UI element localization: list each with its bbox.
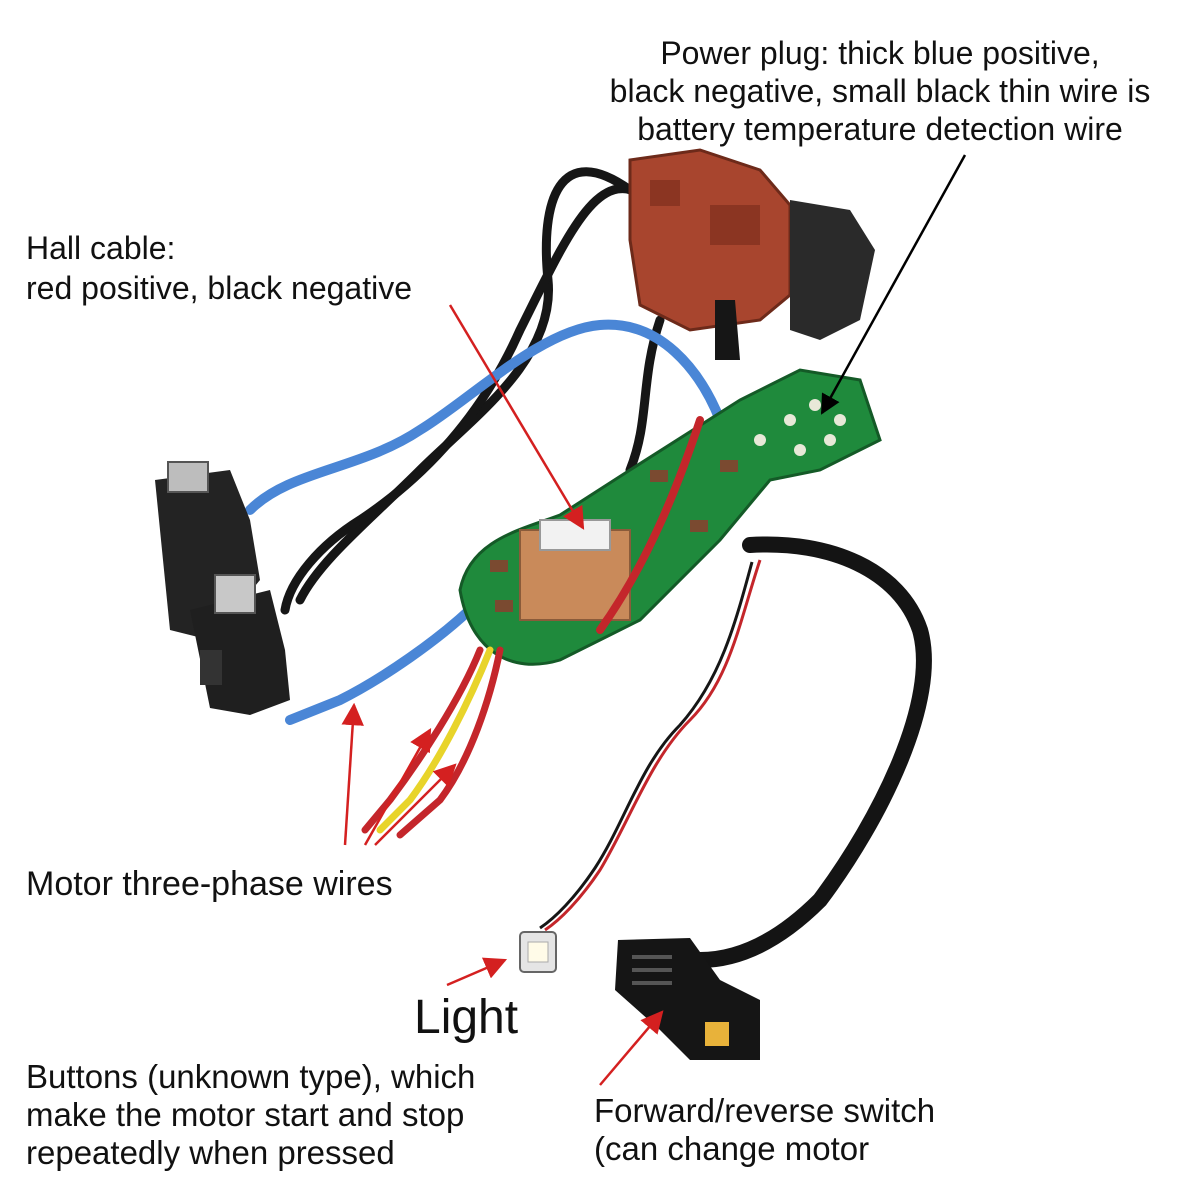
motor-arrow-2 [363, 728, 432, 846]
motor-arrow-3 [374, 763, 457, 846]
fr-switch-board [615, 938, 760, 1060]
fr-switch-annotation: Forward/reverse switch (can change motor [594, 1092, 935, 1168]
power-plug-line-2: black negative, small black thin wire is [609, 73, 1151, 109]
switch-arrow [599, 1010, 664, 1086]
motor-phase-wires [361, 416, 704, 839]
fr-switch-line-2: (can change motor [594, 1130, 870, 1167]
power-plug-arrow [820, 154, 967, 415]
buttons-annotation: Buttons (unknown type), which make the m… [26, 1058, 475, 1172]
buttons-line-3: repeatedly when pressed [26, 1134, 395, 1171]
power-plug-annotation: Power plug: thick blue positive, black n… [560, 34, 1200, 148]
light-annotation: Light [414, 991, 519, 1044]
light-arrow [446, 957, 508, 987]
buttons-line-1: Buttons (unknown type), which [26, 1058, 476, 1095]
light-wire [539, 559, 762, 932]
light-module [519, 931, 557, 973]
main-pcb [458, 368, 882, 666]
hall-cable-line-2: red positive, black negative [26, 270, 412, 306]
buttons-line-2: make the motor start and stop [26, 1096, 465, 1133]
ribbon-cable [692, 536, 932, 968]
hall-cable-arrow [448, 304, 585, 530]
battery-terminals [155, 461, 290, 715]
motor-arrow-1 [341, 702, 364, 846]
power-plug-line-1: Power plug: thick blue positive, [660, 35, 1100, 71]
power-connector [628, 148, 875, 360]
motor-wires-annotation: Motor three-phase wires [26, 865, 393, 903]
hall-cable-annotation: Hall cable: red positive, black negative [26, 228, 412, 308]
power-plug-line-3: battery temperature detection wire [637, 111, 1123, 147]
blue-power-wire [245, 319, 725, 725]
fr-switch-line-1: Forward/reverse switch [594, 1092, 936, 1129]
hall-cable-line-1: Hall cable: [26, 230, 176, 266]
annotation-arrows [341, 154, 967, 1086]
